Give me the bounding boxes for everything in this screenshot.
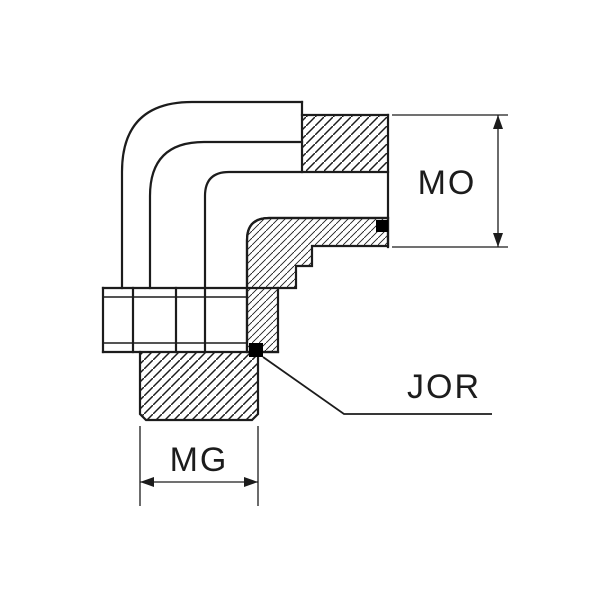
mg-arrow-left [140, 477, 154, 487]
right-port-threads [302, 115, 388, 172]
mg-dimension: MG [139, 426, 259, 506]
o-ring-seal-right-port [376, 220, 388, 232]
mo-label: MO [418, 164, 477, 202]
jor-leader-line [262, 356, 492, 415]
mg-label: MG [170, 441, 229, 479]
elbow-inner-contour [148, 140, 304, 290]
jor-label: JOR [407, 368, 481, 406]
bore-outline-outer [203, 170, 390, 354]
bottom-port-threads [140, 352, 258, 420]
mo-arrow-down [493, 233, 503, 247]
bottom-port-outline [138, 350, 260, 422]
elbow-outer-contour [120, 100, 304, 290]
mo-arrow-up [493, 115, 503, 129]
mg-arrow-right [244, 477, 258, 487]
section-hatch-area [245, 216, 390, 354]
mo-dimension: MO [392, 114, 508, 248]
o-ring-seal [249, 343, 263, 357]
jor-callout: JOR [262, 356, 492, 415]
